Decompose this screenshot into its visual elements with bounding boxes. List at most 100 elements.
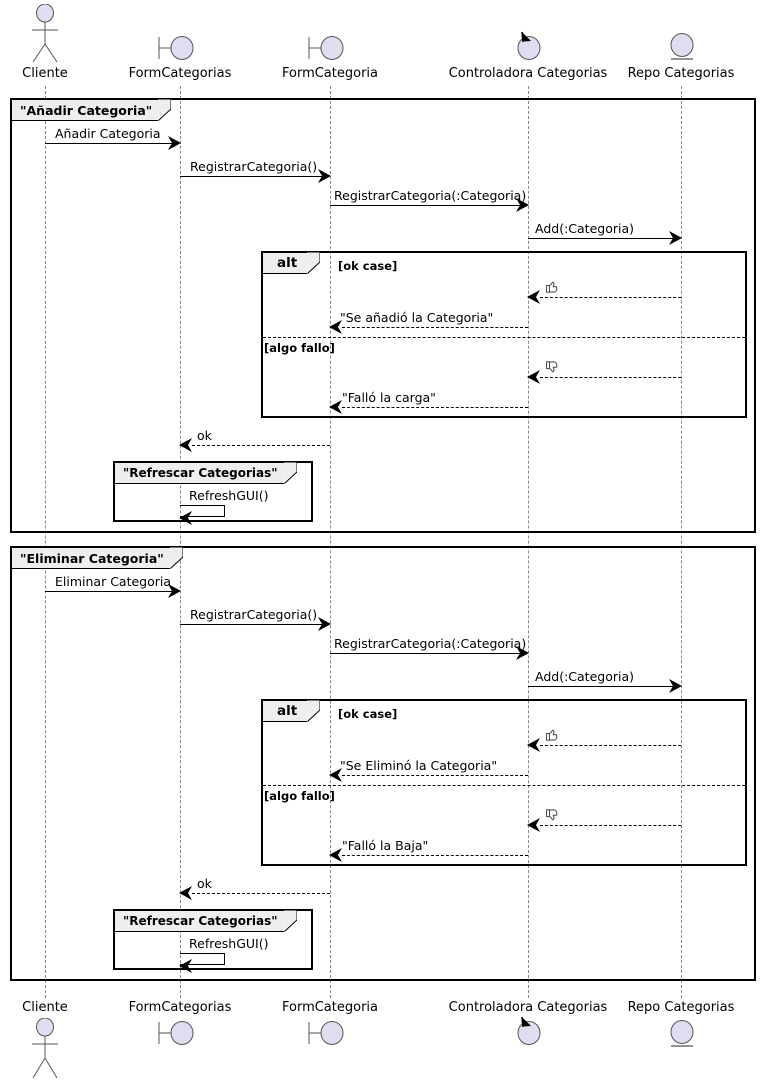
alt-guard-fail: [algo fallo] bbox=[264, 341, 335, 355]
participant-label-repo: Repo Categorias bbox=[627, 66, 735, 81]
self-message-label: RefreshGUI() bbox=[189, 488, 269, 503]
footer-participant-label-formcategorias: FormCategorias bbox=[128, 1000, 232, 1015]
message-label: "Se añadió la Categoria" bbox=[340, 310, 494, 325]
control-icon bbox=[513, 30, 545, 64]
arrow-head-icon bbox=[328, 320, 342, 334]
lifeline-formcategoria bbox=[330, 86, 331, 998]
alt-guard-fail: [algo fallo] bbox=[264, 789, 335, 803]
message-label: RegistrarCategoria(:Categoria) bbox=[334, 636, 527, 651]
message-arrow bbox=[540, 745, 681, 746]
message-arrow bbox=[192, 893, 330, 894]
thumbs-up-icon bbox=[544, 279, 560, 295]
fragment-anadir-label-tab: "Añadir Categoria" bbox=[11, 99, 172, 121]
message-arrow bbox=[540, 297, 681, 298]
message-arrow bbox=[540, 377, 681, 378]
message-arrow bbox=[192, 445, 330, 446]
thumbs-up-icon bbox=[544, 727, 560, 743]
message-arrow bbox=[342, 327, 528, 328]
message-label: Añadir Categoria bbox=[55, 126, 161, 141]
message-label-return: ok bbox=[197, 876, 212, 891]
fragment-anadir-categoria bbox=[10, 98, 756, 533]
arrow-head-icon bbox=[516, 198, 530, 212]
arrow-head-icon bbox=[669, 231, 683, 245]
participant-label-controladora: Controladora Categorias bbox=[448, 66, 608, 81]
boundary-icon bbox=[306, 1018, 354, 1048]
message-arrow bbox=[180, 624, 323, 625]
self-message-loop bbox=[180, 505, 225, 517]
alt-operator-label: alt bbox=[262, 700, 308, 722]
lifeline-formcategorias bbox=[180, 86, 181, 998]
arrow-head-icon bbox=[318, 169, 332, 183]
footer-participant-label-formcategoria: FormCategoria bbox=[281, 1000, 378, 1015]
message-label: RegistrarCategoria() bbox=[190, 607, 318, 622]
boundary-icon bbox=[306, 33, 354, 63]
message-arrow bbox=[528, 686, 674, 687]
alt-guard-ok: [ok case] bbox=[338, 707, 398, 721]
arrow-head-icon bbox=[328, 400, 342, 414]
fragment-refrescar-label: "Refrescar Categorias" bbox=[114, 910, 284, 932]
arrow-head-icon bbox=[318, 617, 332, 631]
message-arrow bbox=[342, 855, 528, 856]
message-arrow bbox=[342, 407, 528, 408]
arrow-head-icon bbox=[526, 370, 540, 384]
fragment-refrescar-label: "Refrescar Categorias" bbox=[114, 462, 284, 484]
control-icon bbox=[513, 1015, 545, 1049]
message-label: RegistrarCategoria() bbox=[190, 159, 318, 174]
arrow-head-icon bbox=[526, 290, 540, 304]
arrow-head-icon bbox=[328, 848, 342, 862]
participant-label-formcategorias: FormCategorias bbox=[128, 66, 232, 81]
arrow-head-icon bbox=[516, 646, 530, 660]
arrow-head-icon bbox=[178, 438, 192, 452]
message-arrow bbox=[528, 238, 674, 239]
arrow-head-icon bbox=[178, 959, 192, 973]
fragment-refrescar-label-tab: "Refrescar Categorias" bbox=[114, 462, 297, 484]
alt-operator-tab: alt bbox=[262, 700, 321, 722]
message-arrow bbox=[540, 825, 681, 826]
fragment-eliminar-categoria bbox=[10, 546, 756, 981]
entity-icon bbox=[666, 1018, 698, 1050]
participant-label-cliente: Cliente bbox=[22, 66, 68, 81]
message-arrow bbox=[330, 653, 521, 654]
message-arrow bbox=[330, 205, 521, 206]
message-label: "Falló la carga" bbox=[342, 390, 436, 405]
arrow-head-icon bbox=[178, 886, 192, 900]
message-label-return: ok bbox=[197, 428, 212, 443]
message-label: Eliminar Categoria bbox=[55, 574, 172, 589]
alt-branch-divider bbox=[263, 785, 745, 786]
lifeline-cliente bbox=[45, 86, 46, 998]
boundary-icon bbox=[156, 33, 204, 63]
footer-participant-label-cliente: Cliente bbox=[22, 1000, 68, 1015]
message-label: "Se Eliminó la Categoria" bbox=[340, 758, 498, 773]
arrow-head-icon bbox=[526, 738, 540, 752]
arrow-head-icon bbox=[178, 511, 192, 525]
message-label: "Falló la Baja" bbox=[342, 838, 429, 853]
alt-operator-label: alt bbox=[262, 252, 308, 274]
self-message-label: RefreshGUI() bbox=[189, 936, 269, 951]
lifeline-controladora bbox=[528, 86, 529, 998]
boundary-icon bbox=[156, 1018, 204, 1048]
alt-fragment-eliminar bbox=[261, 699, 747, 866]
lifeline-repo bbox=[681, 86, 682, 998]
fragment-eliminar-label: "Eliminar Categoria" bbox=[11, 547, 170, 569]
actor-icon bbox=[27, 1018, 63, 1082]
arrow-head-icon bbox=[168, 584, 182, 598]
arrow-head-icon bbox=[669, 679, 683, 693]
message-arrow bbox=[45, 143, 173, 144]
alt-branch-divider bbox=[263, 337, 745, 338]
arrow-head-icon bbox=[526, 818, 540, 832]
participant-label-formcategoria: FormCategoria bbox=[281, 66, 378, 81]
alt-fragment-anadir bbox=[261, 251, 747, 418]
arrow-head-icon bbox=[328, 768, 342, 782]
message-label: Add(:Categoria) bbox=[535, 669, 634, 684]
footer-participant-label-repo: Repo Categorias bbox=[627, 1000, 735, 1015]
message-label: RegistrarCategoria(:Categoria) bbox=[334, 188, 527, 203]
message-arrow bbox=[180, 176, 323, 177]
actor-icon bbox=[27, 4, 63, 64]
message-arrow bbox=[342, 775, 528, 776]
alt-guard-ok: [ok case] bbox=[338, 259, 398, 273]
arrow-head-icon bbox=[168, 136, 182, 150]
entity-icon bbox=[666, 31, 698, 63]
message-arrow bbox=[45, 591, 173, 592]
thumbs-down-icon bbox=[544, 807, 560, 823]
